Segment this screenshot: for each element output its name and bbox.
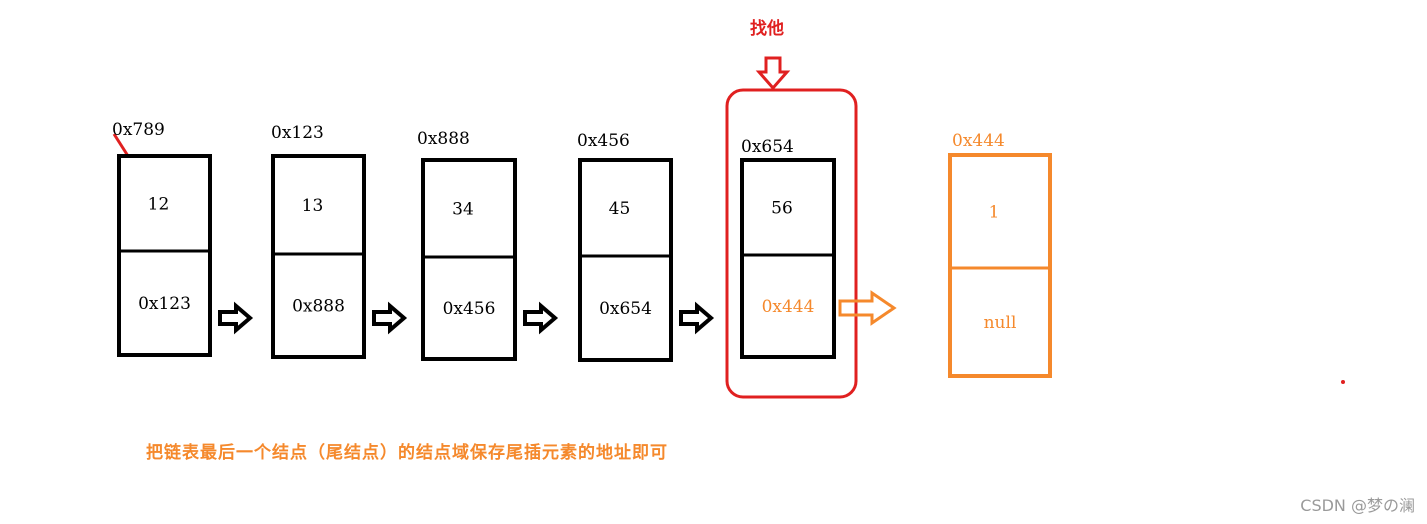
node-value: 56 (771, 199, 793, 219)
node-next: 0x444 (762, 297, 815, 317)
node-next: null (984, 313, 1017, 333)
node-2: 0x123 13 0x888 (271, 123, 366, 359)
caption-text: 把链表最后一个结点（尾结点）的结点域保存尾插元素的地址即可 (146, 443, 668, 463)
node-1: 0x789 12 0x123 (112, 120, 212, 357)
node-value: 1 (989, 203, 1000, 223)
node-4: 0x456 45 0x654 (577, 131, 673, 362)
node-next: 0x456 (443, 299, 496, 319)
node-address: 0x888 (417, 129, 470, 149)
node-5: 0x654 56 0x444 (740, 137, 836, 359)
node-box (117, 154, 212, 357)
node-next: 0x888 (292, 297, 345, 317)
node-box (578, 158, 673, 362)
head-pointer-mark (112, 133, 130, 157)
node-box (271, 154, 366, 359)
callout-label: 找他 (750, 19, 784, 39)
node-address: 0x444 (952, 131, 1005, 151)
arrows-layer (218, 290, 897, 335)
node-box (740, 158, 836, 359)
node-address: 0x456 (577, 131, 630, 151)
node-value: 45 (609, 199, 631, 219)
red-dot (1341, 380, 1345, 384)
node-value: 34 (452, 200, 474, 220)
arrow-icon (838, 290, 897, 326)
arrow-icon (679, 301, 715, 335)
node-next: 0x123 (138, 294, 191, 314)
node-6: 0x444 1 null (948, 131, 1052, 378)
arrow-icon (372, 301, 408, 335)
arrow-icon (523, 301, 559, 335)
node-address: 0x123 (271, 123, 324, 143)
node-next: 0x654 (599, 299, 652, 319)
down-arrow-icon (755, 56, 791, 91)
node-3: 0x888 34 0x456 (417, 129, 517, 361)
arrow-icon (218, 301, 254, 335)
node-address: 0x789 (112, 120, 165, 140)
node-value: 13 (302, 196, 324, 216)
node-address: 0x654 (741, 137, 794, 157)
node-box (421, 158, 517, 361)
tail-highlight-box (725, 88, 858, 399)
node-box (948, 153, 1052, 378)
node-value: 12 (148, 195, 170, 215)
watermark: CSDN @梦の澜 (1300, 496, 1415, 515)
nodes-layer: 0x789120x1230x123130x8880x888340x4560x45… (112, 120, 1052, 378)
